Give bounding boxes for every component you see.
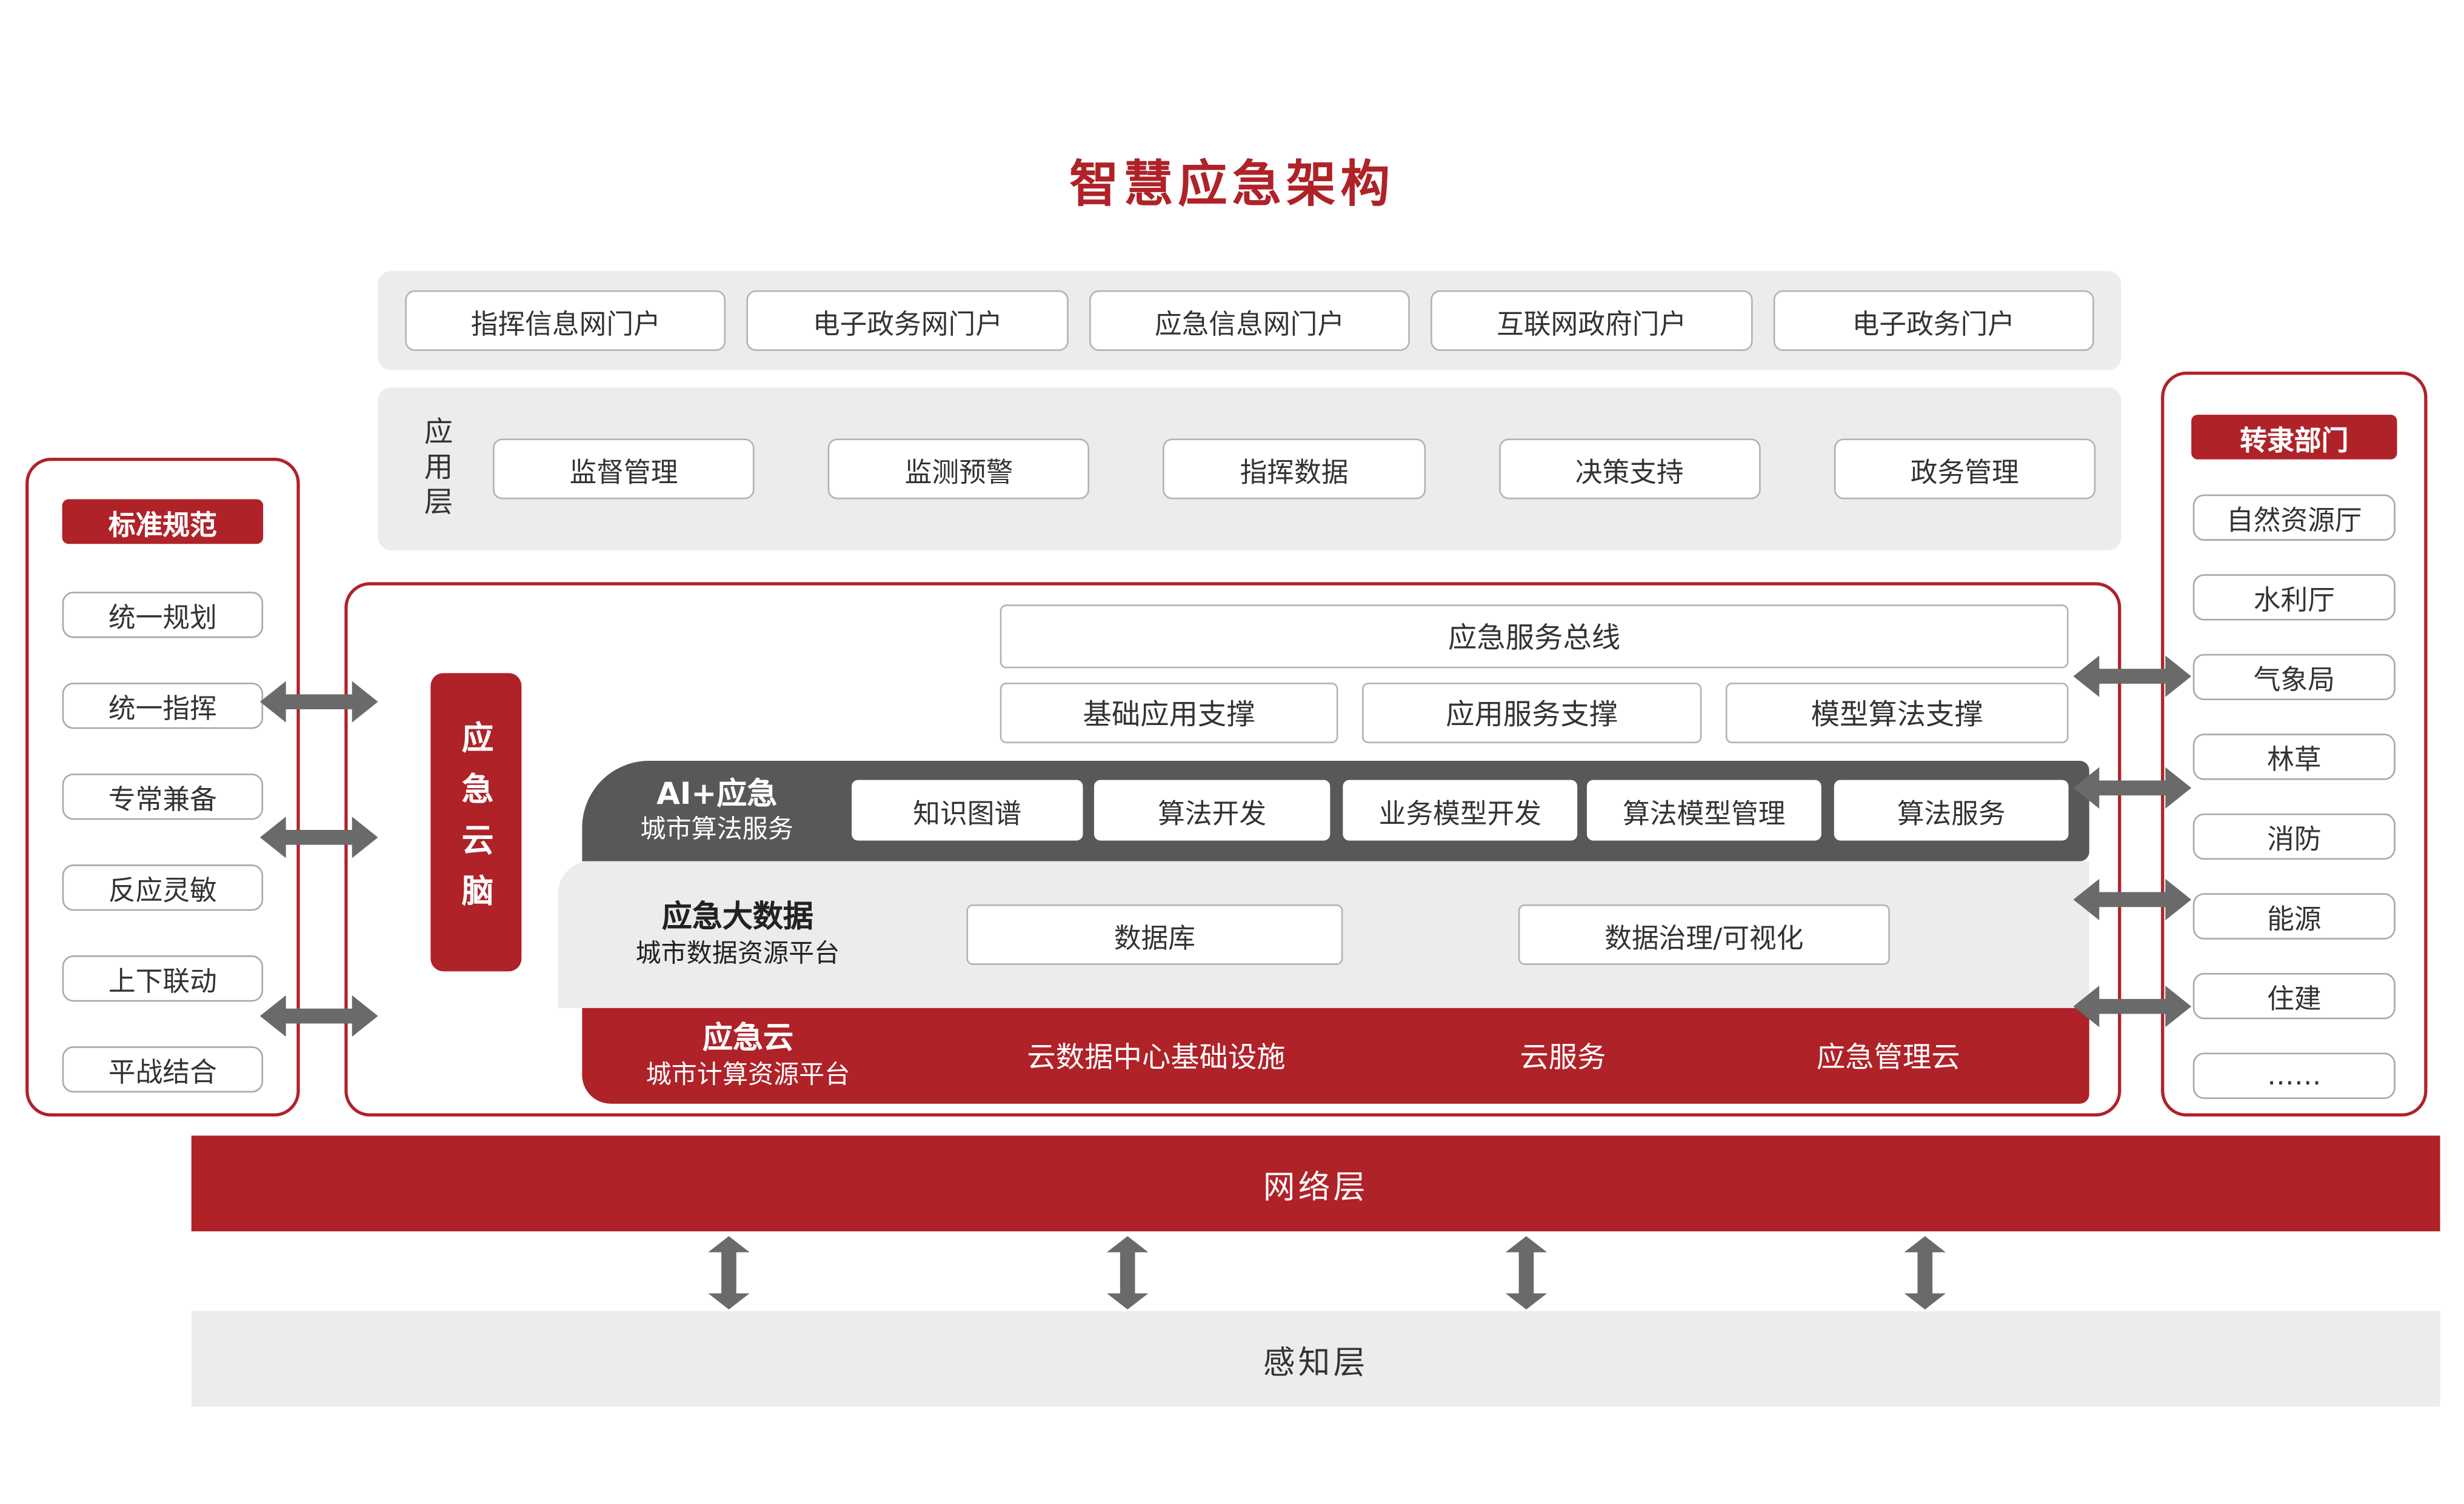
network-layer: 网络层 [191, 1135, 2440, 1232]
ai-band-label: AI+应急 城市算法服务 [582, 761, 852, 861]
ai-band-item: 算法模型管理 [1586, 780, 1821, 841]
perception-layer: 感知层 [191, 1311, 2440, 1407]
portal-box: 指挥信息网门户 [405, 290, 727, 351]
cloud-band-item: 云服务 [1520, 1041, 1606, 1075]
network-perception-arrow [1106, 1236, 1149, 1310]
departments-list: 自然资源厅 水利厅 气象局 林草 消防 能源 住建 …… [2192, 494, 2396, 1099]
network-perception-arrow [708, 1236, 750, 1310]
department-item: 消防 [2192, 813, 2396, 860]
application-layer-items: 监督管理 监测预警 指挥数据 决策支持 政务管理 [493, 438, 2096, 500]
application-box: 监测预警 [828, 438, 1090, 500]
bigdata-band-label: 应急大数据 城市数据资源平台 [558, 861, 917, 1008]
department-item: …… [2192, 1052, 2396, 1099]
standards-item: 统一规划 [62, 592, 264, 638]
ai-band-item: 算法服务 [1834, 780, 2069, 841]
ai-band-item: 业务模型开发 [1343, 780, 1578, 841]
department-item: 气象局 [2192, 653, 2396, 701]
ai-band-title: AI+应急 [656, 776, 778, 812]
ai-band-item: 知识图谱 [852, 780, 1083, 841]
department-item: 林草 [2192, 734, 2396, 780]
standards-item: 反应灵敏 [62, 864, 264, 911]
departments-header: 转隶部门 [2191, 415, 2397, 460]
support-box: 应用服务支撑 [1361, 683, 1702, 744]
application-layer-label-wrap: 应用层 [378, 387, 493, 550]
network-perception-arrow [1505, 1236, 1548, 1310]
cloud-band-subtitle: 城市计算资源平台 [646, 1058, 850, 1089]
departments-panel: 转隶部门 自然资源厅 水利厅 气象局 林草 消防 能源 住建 …… [2161, 372, 2428, 1117]
bigdata-band-subtitle: 城市数据资源平台 [635, 937, 840, 968]
emergency-cloud-band: 应急云 城市计算资源平台 云数据中心基础设施 云服务 应急管理云 [582, 1008, 2089, 1104]
emergency-cloud-brain-label: 应急云脑 [456, 720, 495, 924]
network-perception-arrow [1904, 1236, 1946, 1310]
standards-header: 标准规范 [62, 499, 264, 544]
standards-item: 统一指挥 [62, 683, 264, 729]
application-box: 决策支持 [1498, 438, 1761, 500]
standards-item: 专常兼备 [62, 774, 264, 820]
standards-list: 统一规划 统一指挥 专常兼备 反应灵敏 上下联动 平战结合 [62, 592, 264, 1093]
portal-row: 指挥信息网门户 电子政务网门户 应急信息网门户 互联网政府门户 电子政务门户 [378, 271, 2122, 370]
cloud-band-item: 云数据中心基础设施 [1027, 1041, 1286, 1075]
ai-band-subtitle: 城市算法服务 [640, 814, 793, 844]
ai-algorithm-band: AI+应急 城市算法服务 知识图谱 算法开发 业务模型开发 算法模型管理 算法服… [582, 761, 2089, 861]
application-box: 监督管理 [493, 438, 755, 500]
application-layer-row: 应用层 监督管理 监测预警 指挥数据 决策支持 政务管理 [378, 387, 2122, 550]
cloud-band-title: 应急云 [702, 1021, 793, 1057]
bigdata-band-item: 数据库 [966, 904, 1343, 965]
portal-box: 电子政务门户 [1772, 290, 2094, 351]
support-box: 基础应用支撑 [1000, 683, 1338, 744]
ai-band-item: 算法开发 [1093, 780, 1330, 841]
page-title: 智慧应急架构 [1069, 156, 1395, 214]
portal-box: 电子政务网门户 [747, 290, 1069, 351]
department-item: 自然资源厅 [2192, 494, 2396, 541]
support-box: 模型算法支撑 [1725, 683, 2069, 744]
standards-item: 平战结合 [62, 1046, 264, 1093]
application-layer-label: 应用层 [419, 416, 453, 522]
department-item: 住建 [2192, 972, 2396, 1020]
cloud-band-label: 应急云 城市计算资源平台 [582, 1008, 913, 1104]
service-bus: 应急服务总线 [1000, 604, 2069, 669]
emergency-cloud-brain: 应急云脑 [430, 673, 522, 972]
application-box: 指挥数据 [1163, 438, 1426, 500]
standards-panel: 标准规范 统一规划 统一指挥 专常兼备 反应灵敏 上下联动 平战结合 [25, 458, 300, 1117]
bigdata-band-title: 应急大数据 [661, 900, 813, 935]
bigdata-band-item: 数据治理/可视化 [1518, 904, 1890, 965]
department-item: 水利厅 [2192, 574, 2396, 621]
department-item: 能源 [2192, 893, 2396, 940]
bigdata-band: 应急大数据 城市数据资源平台 数据库 数据治理/可视化 [558, 861, 2089, 1008]
standards-item: 上下联动 [62, 955, 264, 1002]
portal-box: 互联网政府门户 [1431, 290, 1752, 351]
application-box: 政务管理 [1834, 438, 2096, 500]
portal-box: 应急信息网门户 [1089, 290, 1411, 351]
platform-panel: 应急云脑 应急服务总线 基础应用支撑 应用服务支撑 模型算法支撑 AI+应急 城… [344, 582, 2122, 1117]
cloud-band-item: 应急管理云 [1816, 1041, 1960, 1075]
